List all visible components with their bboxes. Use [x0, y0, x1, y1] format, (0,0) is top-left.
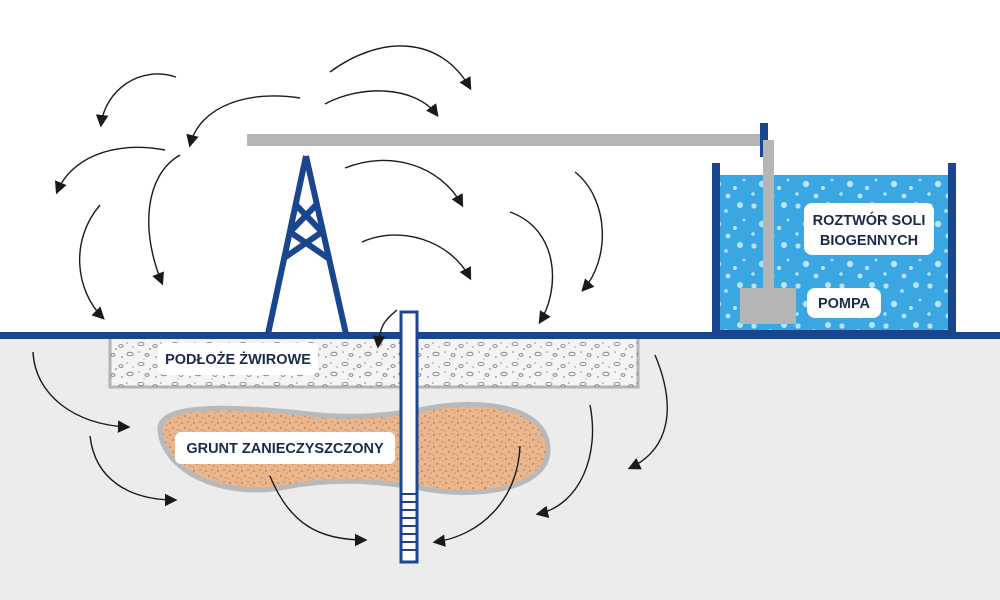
pump-icon	[740, 288, 796, 324]
gravel-label: PODŁOŻE ŻWIROWE	[165, 351, 311, 368]
pump-label: POMPA	[818, 296, 871, 312]
solution-label-line1: ROZTWÓR SOLI	[813, 211, 926, 229]
distribution-pipe	[247, 134, 767, 146]
curved-arrow-icon	[509, 211, 554, 325]
curved-arrow-icon	[79, 204, 105, 320]
curved-arrow-icon	[361, 234, 472, 281]
curved-arrow-icon	[627, 354, 668, 470]
solution-label-box	[804, 203, 934, 255]
tank-riser-pipe	[763, 140, 774, 290]
nutrient-tank	[712, 163, 956, 338]
lattice-tower-icon	[265, 155, 349, 335]
soil-label-box	[175, 432, 395, 464]
curved-arrow-icon	[148, 154, 181, 286]
curved-arrow-icon	[269, 475, 368, 547]
curved-arrow-icon	[432, 445, 521, 547]
curved-arrow-icon	[32, 351, 131, 433]
curved-arrow-icon	[574, 171, 604, 292]
curved-arrow-icon	[372, 309, 398, 349]
solution-label-line2: BIOGENNYCH	[820, 233, 918, 249]
air-flow-arrows	[54, 45, 604, 349]
curved-arrow-icon	[329, 45, 472, 91]
soil-flow-arrows	[32, 351, 668, 547]
pump-label-box	[807, 288, 881, 318]
curved-arrow-icon	[535, 404, 594, 519]
curved-arrow-icon	[186, 95, 301, 148]
curved-arrow-icon	[324, 90, 439, 118]
ground-surface-line	[0, 332, 1000, 339]
soil-label: GRUNT ZANIECZYSZCZONY	[186, 441, 384, 457]
curved-arrow-icon	[54, 146, 166, 195]
curved-arrow-icon	[344, 159, 464, 208]
injection-well-icon	[399, 310, 419, 564]
gravel-label-box	[158, 343, 318, 375]
curved-arrow-icon	[95, 73, 177, 128]
curved-arrow-icon	[89, 435, 178, 507]
